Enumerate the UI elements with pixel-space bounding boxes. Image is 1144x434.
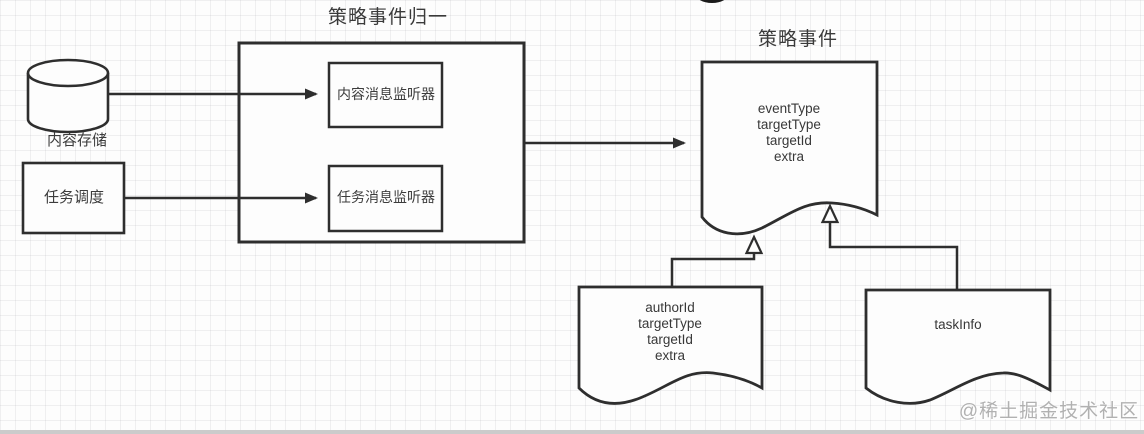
task-event-doc-shape	[864, 288, 1052, 405]
content-event-fields: authorId targetType targetId extra	[638, 300, 702, 364]
content-store-label: 内容存储	[46, 132, 108, 149]
connector-content-event-to-strategy	[670, 234, 764, 287]
task-listener-box	[327, 164, 444, 233]
field-target-id: targetId	[766, 133, 812, 148]
strategy-event-fields: eventType targetType targetId extra	[757, 101, 821, 165]
content-store-cylinder	[26, 58, 110, 134]
field-extra: extra	[773, 149, 805, 164]
task-info-label: taskInfo	[934, 317, 982, 332]
field-event-type: eventType	[757, 101, 821, 116]
field-target-type: targetType	[757, 117, 821, 132]
connector-task-event-to-strategy	[820, 203, 959, 290]
task-listener-label: 任务消息监听器	[337, 189, 435, 205]
strategy-event-title: 策略事件	[757, 29, 839, 50]
cropped-top-shape	[699, 0, 725, 3]
group-title: 策略事件归一	[327, 7, 449, 28]
content-event-doc-shape	[577, 285, 764, 405]
task-scheduler-box	[21, 161, 126, 235]
field-target-id: targetId	[647, 332, 693, 347]
field-extra: extra	[654, 348, 686, 363]
bottom-edge-strip	[0, 430, 1144, 434]
watermark: @稀土掘金技术社区	[958, 401, 1140, 422]
strategy-event-doc-shape	[700, 60, 879, 236]
task-scheduler-label: 任务调度	[43, 189, 105, 206]
field-author-id: authorId	[645, 300, 695, 315]
content-listener-label: 内容消息监听器	[337, 86, 435, 102]
content-listener-box	[327, 61, 444, 129]
field-target-type: targetType	[638, 316, 702, 331]
